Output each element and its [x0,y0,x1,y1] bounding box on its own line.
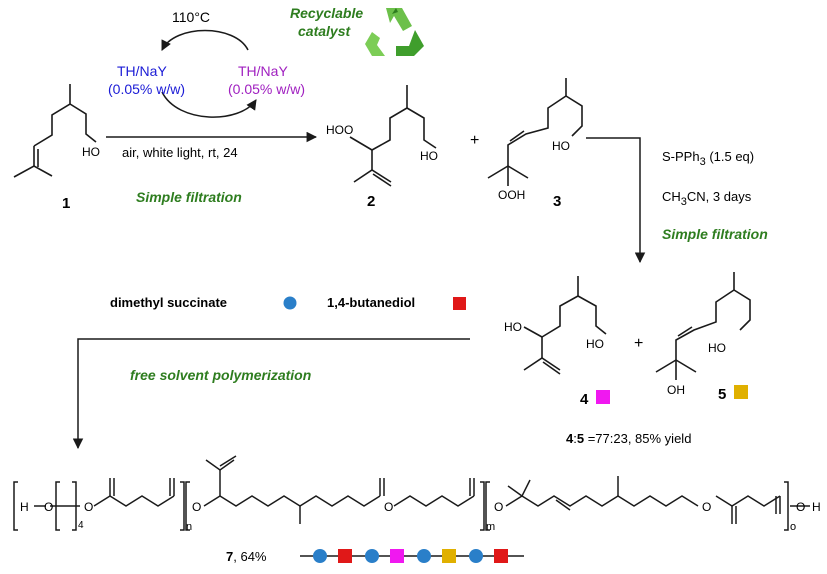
polymer-o-7: O [796,500,805,514]
monomer-2-red-square [453,297,466,310]
recyclable-line1: Recyclable [290,5,363,21]
sequence-red-square-2 [494,549,508,563]
filtration-label-1: Simple filtration [136,189,242,205]
polymer-h-end: H [812,500,821,514]
compound-3-label: 3 [553,193,561,210]
filtration-label-2: Simple filtration [662,226,768,242]
compound-1-structure [13,84,97,178]
sequence-blue-dot-3 [417,549,431,563]
compound-2-structure [349,85,437,187]
sequence-magenta-square [390,549,404,563]
sequence-red-square-1 [338,549,352,563]
ratio-line: 4:5 =77:23, 85% yield [566,431,691,446]
temperature-label: 110°C [172,9,210,25]
polymer-sub-4: 4 [78,520,84,531]
sequence-blue-dot-1 [313,549,327,563]
polymer-m: m [486,521,495,533]
monomer-1-blue-dot [283,296,297,310]
compound-5-oh: OH [667,383,685,397]
polymer-o-3: O [192,500,201,514]
plus-sign-1: + [470,132,479,149]
compound-3-structure [487,78,583,186]
catalyst-left-line2: (0.05% w/w) [108,81,185,97]
compound-3-ho: HO [552,139,570,153]
compound-5-yellow-square [734,385,748,399]
polymer-7-labels: H O 4 O n O O m O O o O H [20,500,821,533]
polymer-o-2: O [84,500,93,514]
catalyst-left-line1: TH/NaY [117,63,167,79]
compound-4-ho: HO [504,320,522,334]
polymer-n: n [186,521,192,533]
sequence-blue-dot-4 [469,549,483,563]
polymer-7-structure [13,455,810,531]
polymer-h-start: H [20,500,29,514]
compound-5-structure [655,272,751,380]
compound-2-hoo: HOO [326,123,353,137]
conditions-below-arrow: air, white light, rt, 24 [122,145,238,160]
recyclable-line2: catalyst [298,23,351,39]
plus-sign-2: + [634,335,643,352]
compound-4-ho-2: HO [586,337,604,351]
compound-4-magenta-square [596,390,610,404]
polymer-o-1: O [44,500,53,514]
compound-2-label: 2 [367,193,375,210]
polymer-o-5: O [494,500,503,514]
polymer-o-4: O [384,500,393,514]
sequence-blue-dot-2 [365,549,379,563]
polymerization-conditions: free solvent polymerization [130,367,311,383]
polymer-7-caption: 7, 64% [226,549,267,564]
reaction-arrow-2 [586,137,646,264]
solvent-line: CH3CN, 3 days [662,189,752,208]
compound-2-ho: HO [420,149,438,163]
polymer-o-sub: o [790,521,796,533]
recycle-icon [365,8,424,56]
reagent-line: S-PPh3 (1.5 eq) [662,149,754,168]
polymer-o-6: O [702,500,711,514]
monomer-1-label: dimethyl succinate [110,295,227,310]
polymer-sequence [300,549,524,563]
reaction-arrow-3 [72,338,470,450]
compound-1-ho: HO [82,145,100,159]
catalyst-right-line2: (0.05% w/w) [228,81,305,97]
catalyst-right-line1: TH/NaY [238,63,288,79]
cycle-arrow-bottom [161,91,257,118]
compound-5-label: 5 [718,386,726,403]
cycle-arrow-top [161,29,249,51]
monomer-2-label: 1,4-butanediol [327,295,415,310]
compound-5-ho: HO [708,341,726,355]
compound-1-label: 1 [62,195,70,212]
sequence-yellow-square [442,549,456,563]
compound-3-ooh: OOH [498,188,525,202]
compound-4-label: 4 [580,391,589,408]
compound-4-structure [523,276,607,375]
